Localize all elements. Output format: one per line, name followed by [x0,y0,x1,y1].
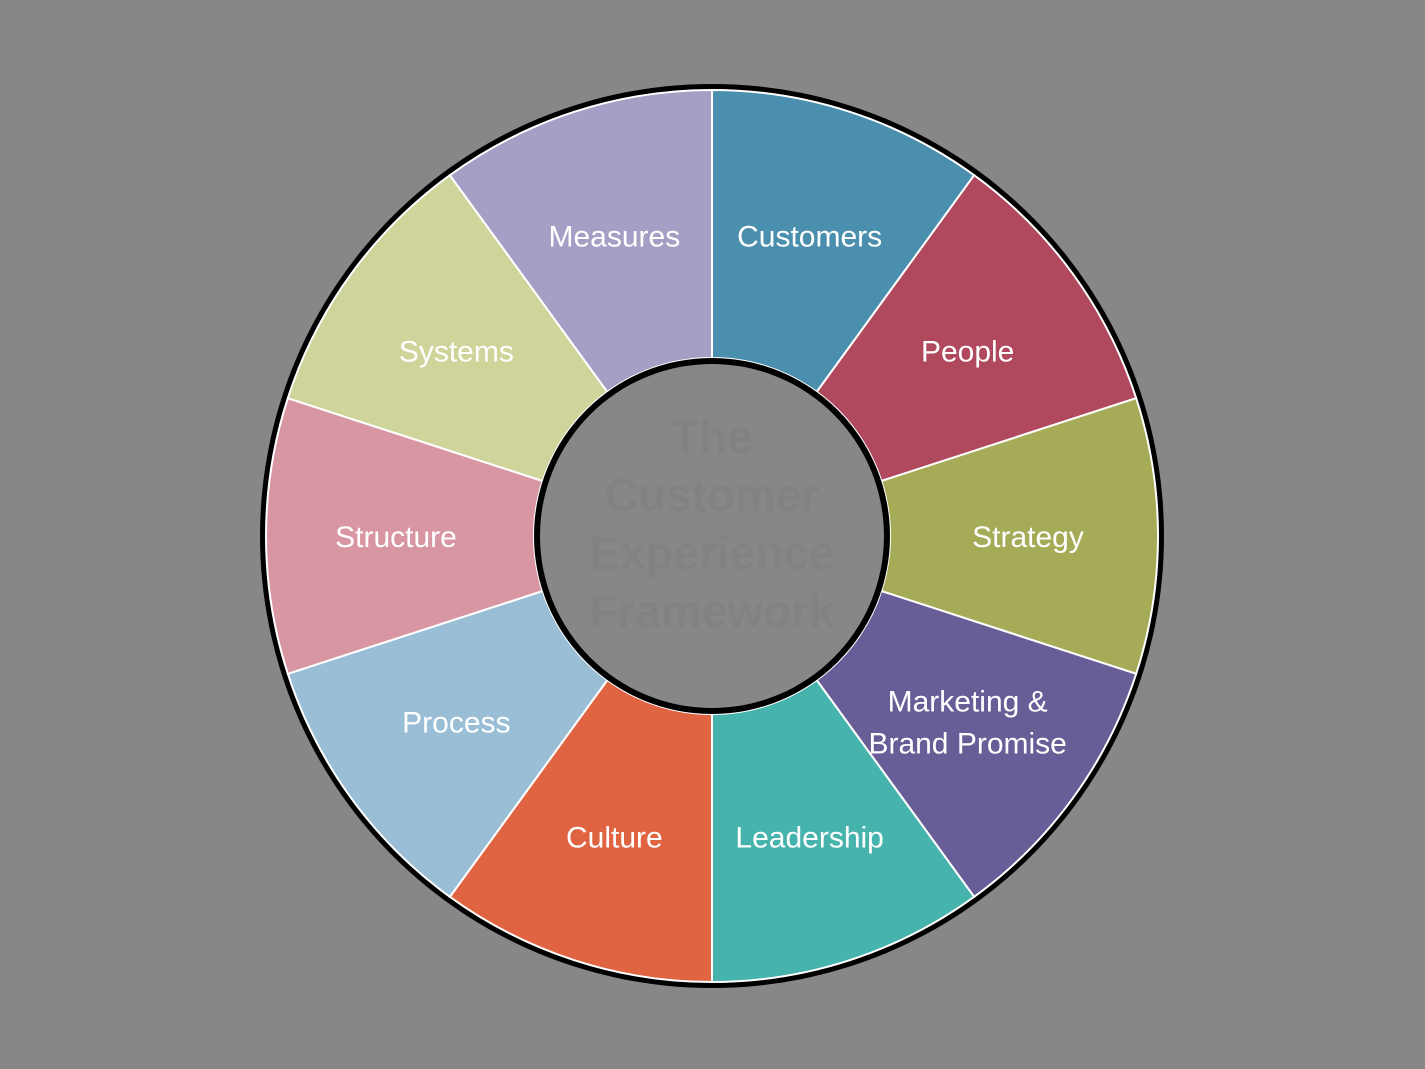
center-title-line-3: Experience [589,527,834,579]
segment-label-people: People [921,335,1014,368]
segment-label-marketing-brand-promise: Brand Promise [868,728,1066,761]
center-hub [540,364,884,708]
center-title-line-2: Customer [605,469,820,521]
segment-label-process: Process [402,707,510,740]
center-title-line-4: Framework [589,585,835,637]
segment-label-leadership: Leadership [735,822,883,855]
segment-label-structure: Structure [335,521,457,554]
segment-label-measures: Measures [548,220,680,253]
segment-label-culture: Culture [566,822,663,855]
segment-label-customers: Customers [737,220,882,253]
segment-label-strategy: Strategy [972,521,1084,554]
segment-label-marketing-brand-promise: Marketing & [888,686,1048,719]
segment-label-systems: Systems [399,335,514,368]
center-title-line-1: The [671,411,753,463]
